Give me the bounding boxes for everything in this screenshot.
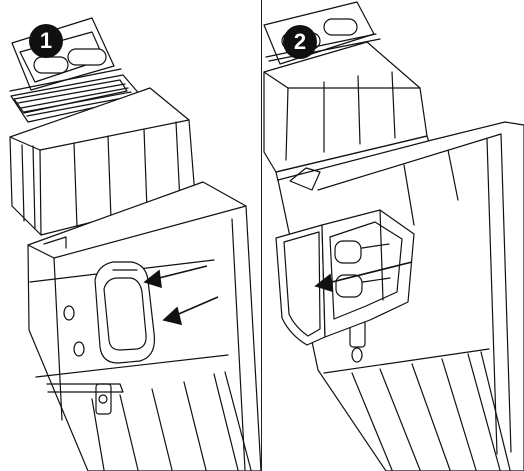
insertion-arrow-icon bbox=[143, 265, 219, 326]
cover-plate bbox=[275, 224, 326, 346]
cover-plate bbox=[94, 261, 156, 364]
step-one-badge: 1 bbox=[29, 24, 63, 58]
collar bbox=[9, 87, 196, 236]
insertion-arrow-icon bbox=[314, 261, 413, 293]
step-two-badge: 2 bbox=[283, 25, 317, 59]
step-two-panel: 2 bbox=[262, 0, 524, 471]
collar bbox=[263, 41, 431, 182]
step-one-illustration bbox=[9, 17, 262, 471]
step-one-panel: 1 bbox=[9, 17, 262, 471]
step-two-illustration bbox=[263, 1, 524, 471]
side-holes bbox=[63, 305, 112, 415]
